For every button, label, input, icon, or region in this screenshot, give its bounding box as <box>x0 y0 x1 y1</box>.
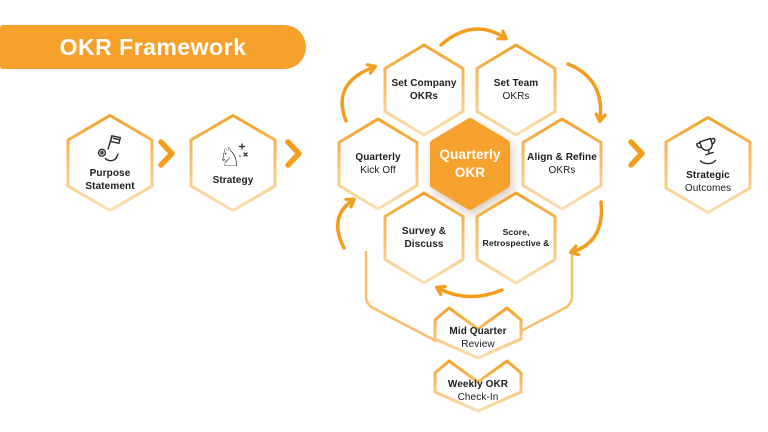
hexagon-outline <box>189 114 277 212</box>
hex-label: Weekly OKR <box>447 379 509 390</box>
cycle-arrow-upper-right <box>566 62 607 124</box>
chevron-hexagon-outline <box>433 359 523 413</box>
svg-text:♘: ♘ <box>218 143 241 172</box>
hex-label: OKRs <box>409 91 439 102</box>
hexagon-outline <box>383 191 465 285</box>
cycle-arrow-bottom <box>435 285 504 299</box>
cycle-arrow-upper-left <box>340 63 378 123</box>
hex-strategy: ♘ Strategy <box>188 113 278 213</box>
hex-label: Survey & <box>401 226 447 237</box>
hex-label: Statement <box>85 181 135 192</box>
hex-purpose-statement: Purpose Statement <box>65 113 155 213</box>
hex-label: Score, <box>502 226 530 237</box>
hex-label: Quarterly <box>355 152 401 163</box>
hex-label: Retrospective & <box>482 238 550 248</box>
hex-label: OKRs <box>502 91 530 102</box>
chess-knight-icon: ♘ <box>218 143 248 172</box>
trophy-hand-icon <box>696 137 717 165</box>
hex-label: Strategic <box>686 170 730 181</box>
chevron-right-icon <box>285 139 302 168</box>
hex-mid-quarter-review: Mid Quarter Review <box>432 303 524 361</box>
hexagon-outline <box>337 117 419 211</box>
hex-label: Strategy <box>212 174 254 186</box>
hex-label: Kick Off <box>360 165 396 176</box>
hexagon-outline <box>475 43 557 137</box>
hexagon-outline <box>66 114 154 212</box>
page-title: OKR Framework <box>59 33 247 60</box>
title-banner: OKR Framework <box>0 25 306 69</box>
flag-hand-icon <box>97 135 122 162</box>
hex-weekly-okr-check-in: Weekly OKR Check-In <box>432 356 524 414</box>
hex-label: OKR <box>454 165 486 180</box>
hex-label: Outcomes <box>684 183 732 194</box>
hexagon-outline <box>383 43 465 137</box>
hex-label: Align & Refine <box>527 152 597 163</box>
chevron-hexagon-outline <box>433 306 523 360</box>
hex-set-company-okrs: Set Company OKRs <box>382 43 466 137</box>
hexagon-filled <box>430 118 510 210</box>
chevron-right-icon <box>628 139 645 168</box>
hex-label: Review <box>461 339 495 350</box>
hex-set-team-okrs: Set Team OKRs <box>474 43 558 137</box>
hex-survey-discuss: Survey & Discuss <box>382 191 466 285</box>
hexagon-outline <box>664 116 752 214</box>
hex-label: Discuss <box>404 239 444 250</box>
hex-label: Check-In <box>457 392 499 403</box>
hex-label: Quarterly <box>439 146 501 162</box>
hex-quarterly-okr-center: Quarterly OKR <box>428 117 512 211</box>
hexagon-outline <box>475 191 557 285</box>
hex-label: Purpose <box>89 168 131 179</box>
hex-label: OKRs <box>548 165 576 176</box>
hex-align-refine-okrs: Align & Refine OKRs <box>520 117 604 211</box>
hex-score-retrospective: Score, Retrospective & <box>474 191 558 285</box>
chevron-right-icon <box>158 139 175 168</box>
hex-label: Set Company <box>391 78 457 89</box>
hex-strategic-outcomes: Strategic Outcomes <box>663 115 753 215</box>
hex-label: Mid Quarter <box>449 326 507 337</box>
hex-label: Set Team <box>493 78 539 89</box>
hexagon-outline <box>521 117 603 211</box>
hex-quarterly-kick-off: Quarterly Kick Off <box>336 117 420 211</box>
